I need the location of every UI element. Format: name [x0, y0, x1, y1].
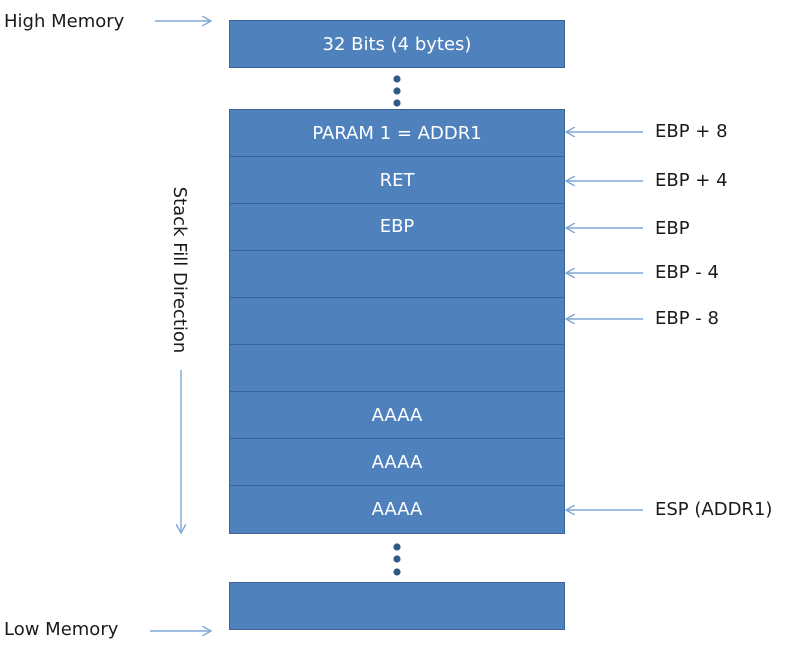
stack-cell-label: RET: [379, 169, 415, 191]
stack-cell-label: EBP: [379, 216, 415, 237]
top-word-block-label: 32 Bits (4 bytes): [322, 33, 472, 55]
top-word-block: 32 Bits (4 bytes): [229, 20, 565, 68]
pointer-label-ebp: EBP: [655, 218, 690, 239]
stack-cell: AAAA: [230, 392, 564, 439]
stack-cell-label: PARAM 1 = ADDR1: [312, 122, 482, 144]
stack-cell-label: AAAA: [371, 499, 423, 520]
stack-cell: PARAM 1 = ADDR1: [230, 110, 564, 157]
stack-cell: [230, 345, 564, 392]
bottom-word-block: [229, 582, 565, 630]
pointer-label-esp: ESP (ADDR1): [655, 499, 773, 520]
stack-cell: AAAA: [230, 439, 564, 486]
stack-cell: [230, 298, 564, 345]
stack-frame: PARAM 1 = ADDR1 RET EBP AAAA AAAA AAAA: [229, 109, 565, 534]
ellipsis-top: [393, 75, 401, 107]
stack-cell: [230, 251, 564, 298]
ellipsis-bottom: [393, 543, 401, 576]
stack-cell-label: AAAA: [371, 404, 423, 426]
stack-cell: AAAA: [230, 486, 564, 533]
high-memory-label: High Memory: [4, 11, 125, 32]
pointer-label-ebp-minus-8: EBP - 8: [655, 308, 719, 329]
stack-cell: EBP: [230, 204, 564, 251]
stack-cell-label: AAAA: [371, 451, 423, 473]
stack-cell: RET: [230, 157, 564, 204]
pointer-label-ebp-plus-4: EBP + 4: [655, 170, 728, 191]
low-memory-label: Low Memory: [4, 619, 119, 640]
pointer-label-ebp-minus-4: EBP - 4: [655, 262, 719, 283]
pointer-label-ebp-plus-8: EBP + 8: [655, 121, 728, 142]
